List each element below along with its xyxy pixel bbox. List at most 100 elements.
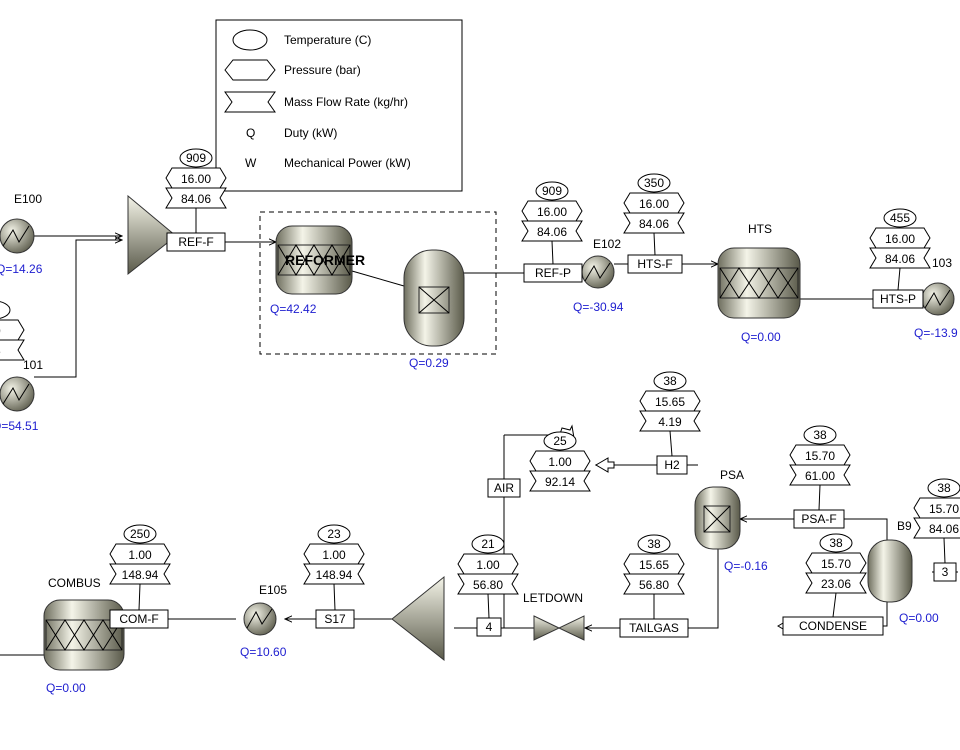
letdown-valve[interactable] bbox=[533, 615, 585, 641]
stream-label-box bbox=[793, 509, 845, 529]
combus-reactor[interactable] bbox=[43, 599, 125, 671]
psa-name: PSA bbox=[720, 468, 744, 482]
stream-label-box bbox=[872, 289, 924, 309]
mass-flow-bowtie bbox=[869, 247, 931, 269]
temperature-oval bbox=[637, 173, 671, 193]
stream-tag-feed101[interactable]: 50055 bbox=[0, 301, 25, 361]
stream-mass-flow: 84.06 bbox=[929, 522, 959, 536]
hts-reactor[interactable] bbox=[717, 247, 801, 319]
stream-label: TAILGAS bbox=[629, 621, 679, 635]
temperature-oval bbox=[123, 524, 157, 544]
mass-flow-bowtie bbox=[623, 212, 685, 234]
stream-mass-flow: 84.06 bbox=[181, 192, 211, 206]
stream-pressure: 16.00 bbox=[885, 232, 915, 246]
stream-pressure: 1.00 bbox=[128, 548, 152, 562]
mass-flow-bowtie bbox=[805, 572, 867, 594]
stream-label: AIR bbox=[494, 481, 514, 495]
hts-duty: Q=0.00 bbox=[741, 330, 781, 344]
reformer-hierarchy-frame bbox=[259, 211, 497, 355]
stream-mass-flow: 92.14 bbox=[545, 475, 575, 489]
stream-label-box bbox=[487, 478, 521, 498]
stream-temperature: 250 bbox=[130, 527, 150, 541]
heater-e101[interactable] bbox=[0, 376, 35, 412]
temperature-oval bbox=[317, 524, 351, 544]
stream-label-box bbox=[315, 609, 355, 629]
e101-name: 101 bbox=[23, 358, 43, 372]
e105-duty: Q=10.60 bbox=[240, 645, 287, 659]
stream-temperature: 21 bbox=[481, 537, 495, 551]
expander-icon[interactable] bbox=[391, 575, 445, 662]
hts-name: HTS bbox=[748, 222, 772, 236]
stream-label: REF-P bbox=[535, 266, 571, 280]
stream-temperature: 38 bbox=[813, 428, 827, 442]
stream-temperature: 25 bbox=[553, 434, 567, 448]
psa-duty: Q=-0.16 bbox=[724, 559, 768, 573]
cooler-e103[interactable] bbox=[921, 282, 955, 316]
stream-label: H2 bbox=[664, 458, 680, 472]
mass-flow-bowtie bbox=[623, 573, 685, 595]
b9-flash-drum[interactable] bbox=[867, 539, 913, 603]
stream-label: COM-F bbox=[119, 612, 158, 626]
mass-flow-bowtie bbox=[165, 187, 227, 209]
temperature-oval bbox=[179, 148, 213, 168]
b9-name: B9 bbox=[897, 519, 912, 533]
mixer-icon[interactable] bbox=[127, 194, 177, 276]
heater-e100[interactable] bbox=[0, 218, 35, 254]
psa-vessel[interactable] bbox=[694, 486, 741, 550]
reformer-reactor[interactable] bbox=[275, 225, 353, 295]
stream-mass-flow: 23.06 bbox=[821, 577, 851, 591]
stream-label: 4 bbox=[486, 620, 493, 634]
stream-data-layer: 90916.0084.06REF-F90916.0084.06REF-P3501… bbox=[0, 148, 960, 638]
flash-vessel[interactable] bbox=[403, 249, 465, 347]
stream-mass-flow: 55 bbox=[0, 344, 1, 358]
cooler-e102[interactable] bbox=[581, 255, 615, 289]
stream-label: PSA-F bbox=[801, 512, 836, 526]
stream-temperature: 38 bbox=[647, 537, 661, 551]
heater-e105[interactable] bbox=[243, 602, 277, 636]
mass-flow-bowtie bbox=[521, 220, 583, 242]
stream-label-box bbox=[656, 455, 688, 475]
temperature-oval bbox=[543, 431, 577, 451]
e100-duty: Q=14.26 bbox=[0, 262, 43, 276]
stream-label: REF-F bbox=[178, 235, 213, 249]
e101-duty: Q=54.51 bbox=[0, 419, 39, 433]
stream-mass-flow: 84.06 bbox=[885, 252, 915, 266]
temperature-oval bbox=[0, 301, 11, 319]
stream-mass-flow: 84.06 bbox=[639, 217, 669, 231]
mass-flow-bowtie bbox=[789, 464, 851, 486]
e102-duty: Q=-30.94 bbox=[573, 300, 624, 314]
temperature-oval bbox=[883, 208, 917, 228]
stream-pressure: 16.00 bbox=[639, 197, 669, 211]
mass-flow-bowtie bbox=[529, 470, 591, 492]
stream-mass-flow: 84.06 bbox=[537, 225, 567, 239]
stream-pressure: 1.00 bbox=[476, 558, 500, 572]
pressure-hexagon bbox=[0, 319, 25, 341]
stream-label: S17 bbox=[324, 612, 346, 626]
reformer-duty: Q=42.42 bbox=[270, 302, 317, 316]
stream-temperature: 350 bbox=[644, 176, 664, 190]
stream-temperature: 23 bbox=[327, 527, 341, 541]
stream-label-box bbox=[619, 618, 689, 638]
pressure-symbol bbox=[224, 59, 276, 81]
temperature-symbol bbox=[232, 29, 268, 51]
legend-pressure: Pressure (bar) bbox=[284, 63, 361, 77]
stream-mass-flow: 148.94 bbox=[316, 568, 353, 582]
stream-temperature: 38 bbox=[937, 481, 951, 495]
duty-symbol: Q bbox=[246, 126, 255, 140]
temperature-oval bbox=[819, 533, 853, 553]
stream-pressure: 15.65 bbox=[655, 395, 685, 409]
stream-label: HTS-F bbox=[637, 257, 672, 271]
